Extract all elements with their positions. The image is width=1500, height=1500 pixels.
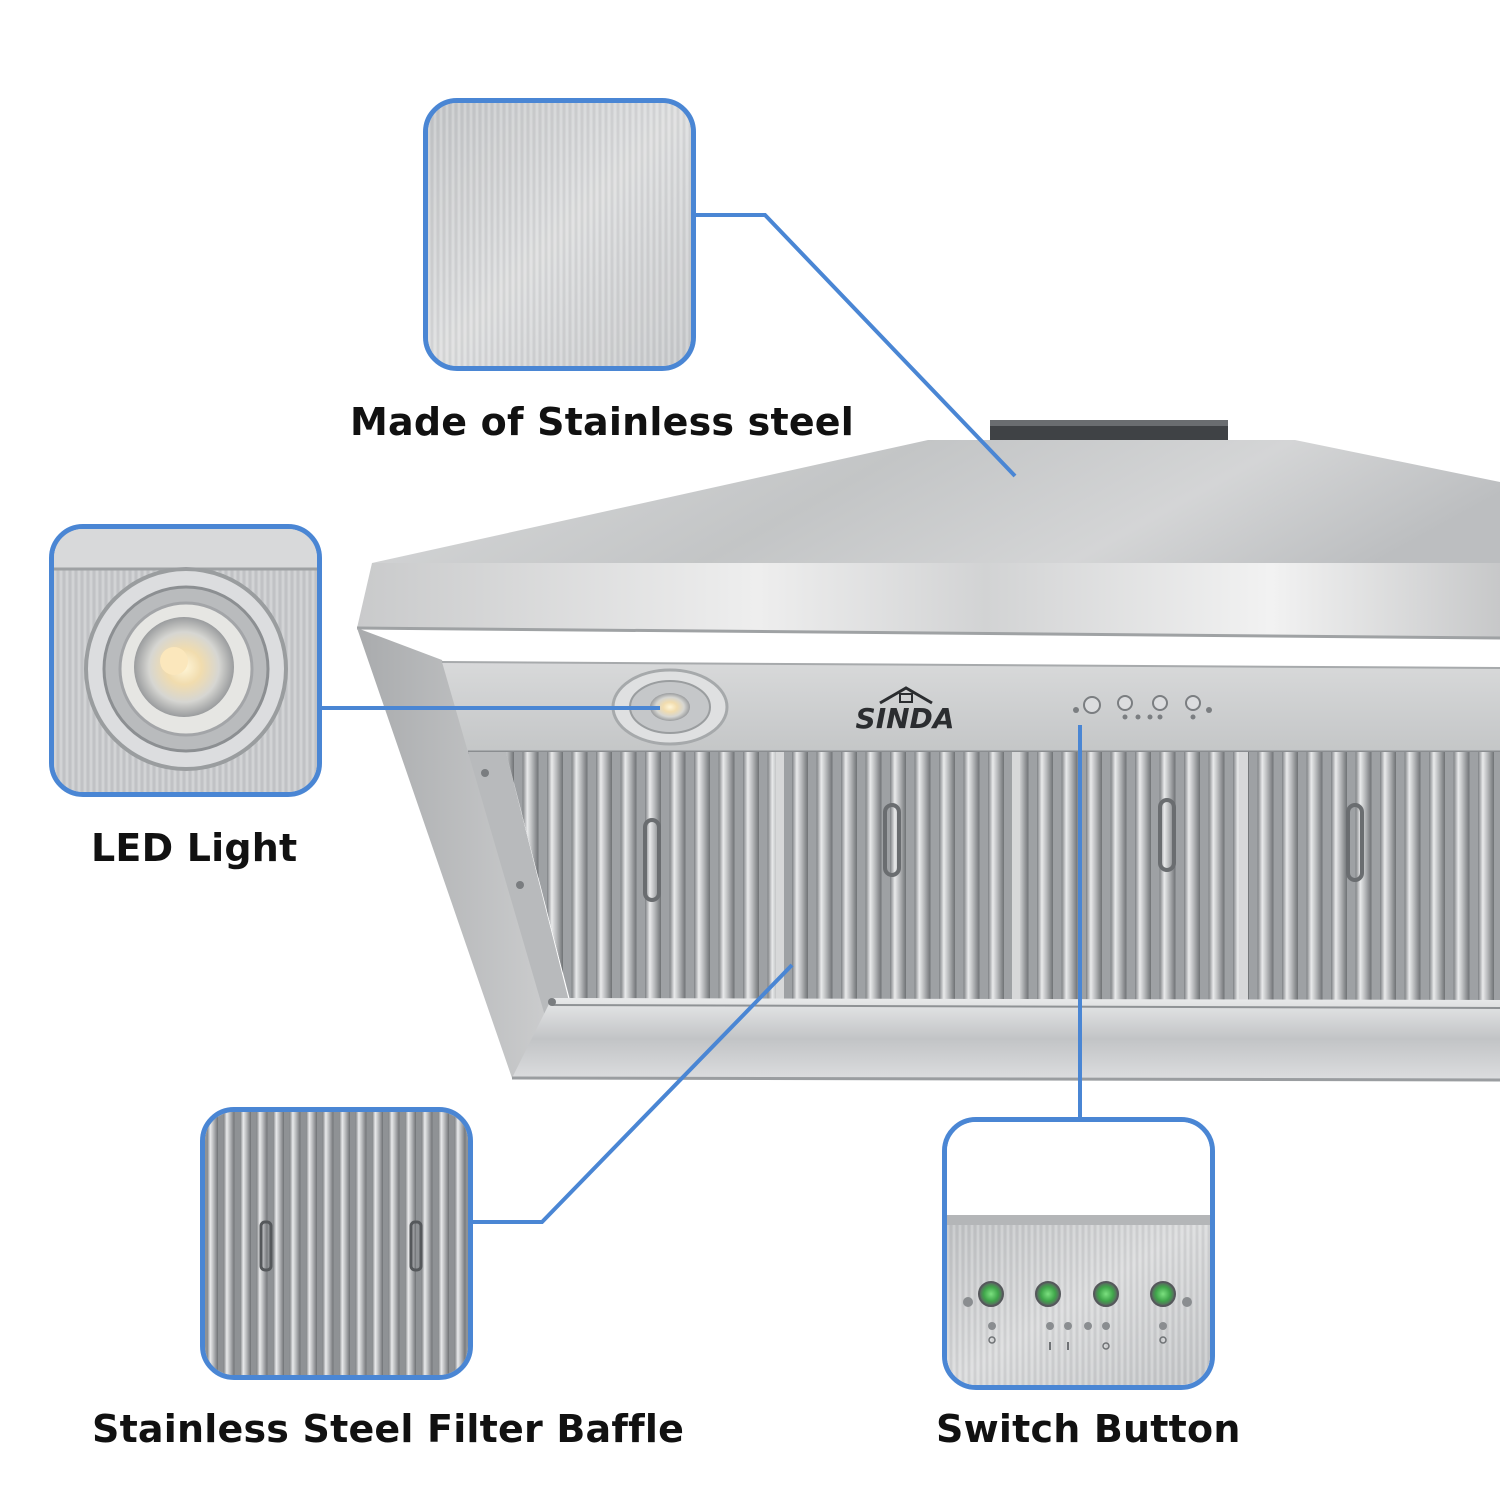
baffle-fin <box>223 1112 235 1375</box>
baffle-fin <box>240 1112 251 1375</box>
baffle-fin <box>816 752 833 1000</box>
baffle-leader-line <box>470 963 794 1224</box>
hood-led-light <box>611 668 729 746</box>
stainless-steel-label: Made of Stainless steel <box>350 400 854 444</box>
baffle-fin <box>1282 752 1298 1000</box>
baffle-fin <box>1037 752 1053 1000</box>
baffle-fin <box>645 752 661 1000</box>
switch-button-callout-image <box>942 1117 1215 1390</box>
baffle-fin <box>571 752 588 1000</box>
range-hood: SINDA <box>356 420 1500 1082</box>
baffle-fin <box>1135 752 1151 1000</box>
brand-logo: SINDA <box>856 686 955 735</box>
stainless-steel-callout-image <box>423 98 696 371</box>
baffle-fin <box>939 752 955 1000</box>
baffle-fin <box>694 752 710 1000</box>
baffle-fin <box>1184 752 1200 1000</box>
baffle-fin <box>718 752 735 1000</box>
led-light-callout-image <box>49 524 322 797</box>
baffle-fin <box>1208 752 1225 1000</box>
stainless-leader-line <box>693 213 1017 478</box>
filter-baffle-label: Stainless Steel Filter Baffle <box>92 1407 685 1451</box>
baffle-fin <box>454 1112 466 1375</box>
baffle-fin <box>355 1112 367 1375</box>
house-roof-logo-icon <box>879 686 933 705</box>
hood-bottom-lip <box>512 998 1500 1080</box>
baffle-fin <box>1453 752 1470 1000</box>
baffle-fin <box>1380 752 1396 1000</box>
baffle-handle <box>643 818 661 902</box>
filter-baffle-area <box>506 752 1500 1000</box>
baffle-fin <box>1355 752 1372 1000</box>
baffle-fin <box>289 1112 301 1375</box>
baffle-fin <box>743 752 759 1000</box>
baffle-fin <box>388 1112 400 1375</box>
switch-button-label: Switch Button <box>936 1407 1241 1451</box>
hood-side-panel <box>357 628 570 1078</box>
leader-lines <box>318 213 1082 1224</box>
baffle-fin <box>963 752 980 1000</box>
hood-control-buttons <box>1073 695 1212 720</box>
baffle-fin <box>339 1112 350 1375</box>
baffle-fin <box>792 752 808 1000</box>
baffle-fin <box>890 752 906 1000</box>
baffle-fin <box>1429 752 1445 1000</box>
baffle-handle <box>1158 798 1176 872</box>
baffle-fin <box>1331 752 1347 1000</box>
baffle-handle <box>883 803 901 877</box>
hood-front-band <box>357 563 1500 638</box>
power-button-icon <box>978 1281 1176 1307</box>
baffle-fin <box>914 752 931 1000</box>
baffle-fin <box>1257 752 1274 1000</box>
baffle-fin <box>207 1112 218 1375</box>
baffle-fin <box>1110 752 1127 1000</box>
filter-baffle-callout-image <box>200 1107 473 1380</box>
brand-logo-text: SINDA <box>856 702 955 735</box>
baffle-fin <box>865 752 882 1000</box>
baffle-fin <box>1086 752 1102 1000</box>
baffle-fin <box>1159 752 1176 1000</box>
baffle-fin <box>322 1112 334 1375</box>
baffle-fin <box>438 1112 449 1375</box>
baffle-fin <box>596 752 612 1000</box>
baffle-fin <box>669 752 686 1000</box>
baffle-fin <box>1306 752 1323 1000</box>
baffle-fin <box>273 1112 284 1375</box>
baffle-fin <box>620 752 637 1000</box>
baffle-fin <box>1061 752 1078 1000</box>
baffle-fin <box>988 752 1004 1000</box>
led-light-label: LED Light <box>91 826 298 870</box>
baffle-fin <box>372 1112 383 1375</box>
baffle-handle <box>1346 803 1364 882</box>
baffle-fin <box>421 1112 433 1375</box>
baffle-fin <box>306 1112 317 1375</box>
baffle-fin <box>841 752 857 1000</box>
baffle-fin <box>1404 752 1421 1000</box>
baffle-fin <box>1478 752 1494 1000</box>
